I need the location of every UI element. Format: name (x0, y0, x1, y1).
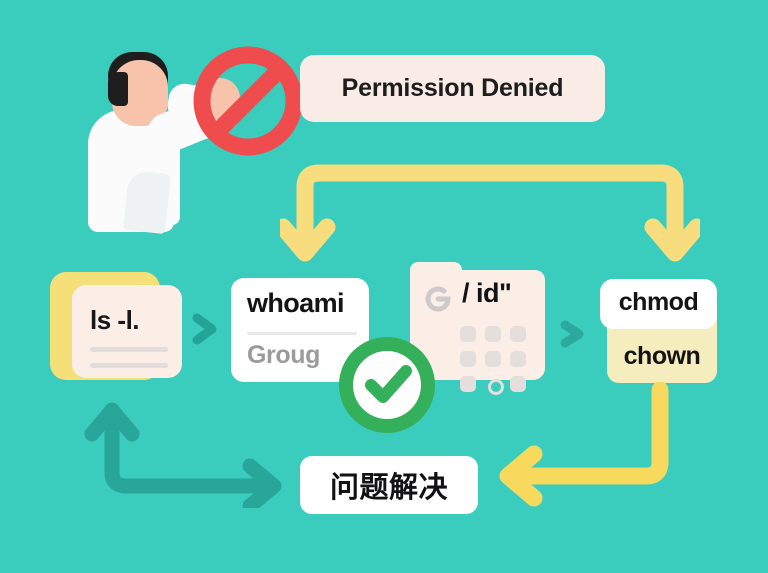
dot (460, 326, 476, 342)
person-shirt-fold (122, 169, 172, 235)
return-arrow-left (470, 381, 720, 517)
card-ls-placeholder-line-2 (90, 363, 168, 368)
check-circle-icon (327, 325, 447, 445)
card-chmod-command: chmod (618, 288, 699, 316)
dot (460, 376, 476, 392)
card-folder-command: / id" (462, 278, 512, 308)
card-ls-command: ls -l. (90, 305, 140, 335)
dot (510, 351, 526, 367)
dot (485, 326, 501, 342)
card-result[interactable]: 问题解决 (300, 456, 478, 514)
card-result-label: 问题解决 (329, 472, 448, 504)
no-entry-icon (192, 45, 304, 157)
dot-ring (488, 379, 504, 395)
card-chown-command: chown (623, 342, 701, 370)
card-ls-placeholder-line-1 (90, 347, 168, 352)
dot (510, 326, 526, 342)
card-chmod[interactable]: chmod (600, 279, 717, 329)
card-whoami-divider (247, 332, 357, 335)
dot (460, 351, 476, 367)
person-hair-side (108, 72, 128, 106)
banner-label: Permission Denied (341, 74, 564, 102)
permission-denied-banner: Permission Denied (300, 55, 605, 122)
chevron-right-icon (190, 312, 222, 346)
loop-arrow-retry (70, 390, 305, 514)
card-ls[interactable]: ls -l. (72, 285, 182, 378)
card-folder-id[interactable]: / id" (410, 270, 545, 395)
group-circle-icon (422, 282, 454, 314)
dot (485, 351, 501, 367)
card-whoami-command: whoami (247, 288, 345, 318)
fork-arrow-down (274, 155, 706, 270)
card-folder-dot-grid (460, 326, 526, 395)
card-whoami[interactable]: whoami Groug (231, 278, 369, 382)
card-whoami-subtext: Groug (247, 341, 320, 369)
dot (510, 376, 526, 392)
chevron-right-icon-2 (558, 318, 590, 350)
